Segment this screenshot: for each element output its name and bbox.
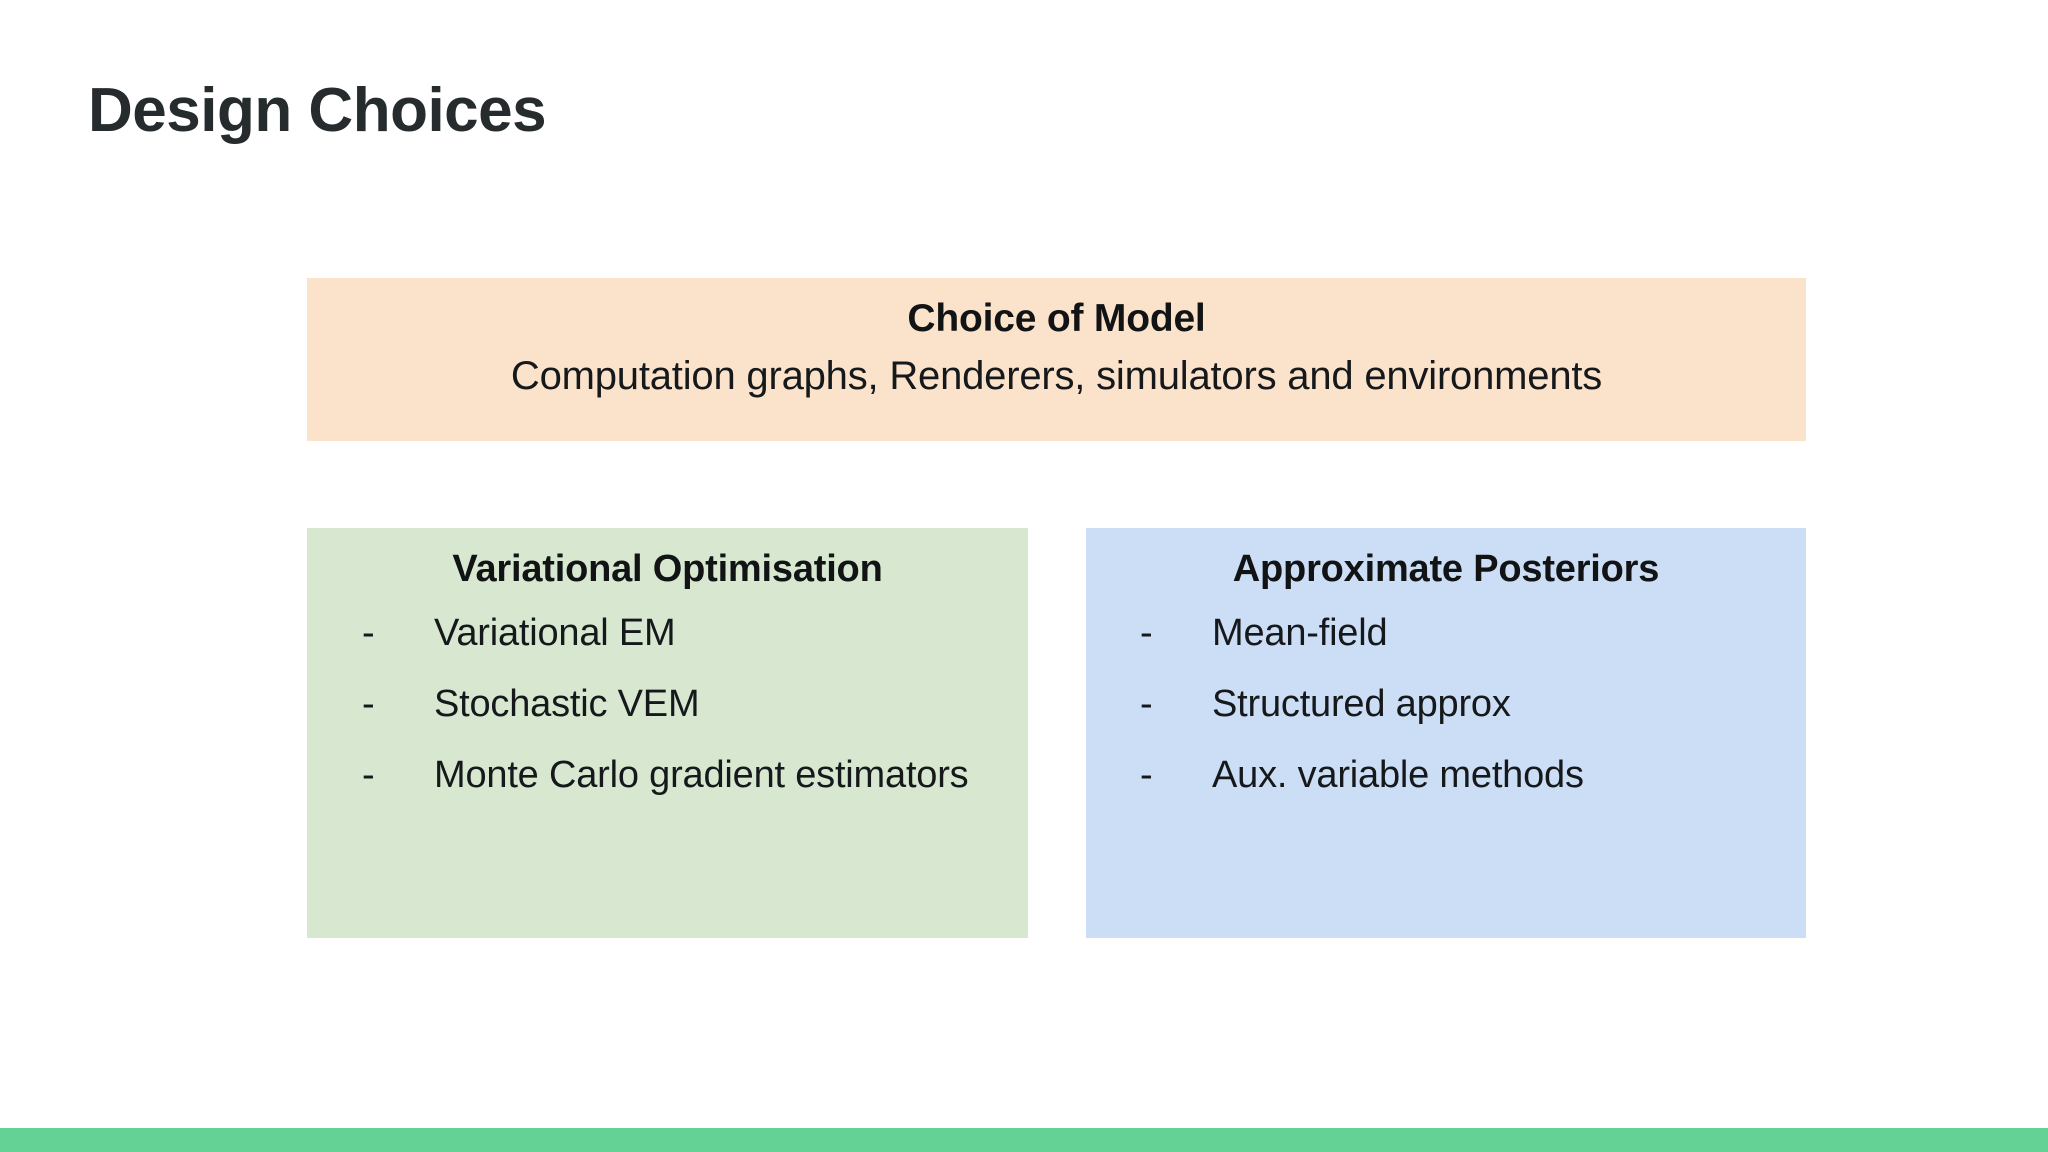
list-item: - Variational EM	[362, 598, 1028, 669]
variational-optimisation-list: - Variational EM - Stochastic VEM - Mont…	[307, 598, 1028, 811]
card-variational-optimisation: Variational Optimisation - Variational E…	[307, 528, 1028, 938]
list-item-label: Mean-field	[1212, 612, 1388, 654]
card-approximate-posteriors-title: Approximate Posteriors	[1232, 548, 1660, 590]
dash-bullet-icon: -	[362, 683, 375, 725]
card-choice-of-model-title: Choice of Model	[907, 297, 1206, 340]
dash-bullet-icon: -	[362, 612, 375, 654]
dash-bullet-icon: -	[1140, 683, 1153, 725]
list-item: - Stochastic VEM	[362, 669, 1028, 740]
list-item-label: Stochastic VEM	[434, 683, 700, 725]
card-choice-of-model: Choice of Model Computation graphs, Rend…	[307, 278, 1806, 441]
list-item-label: Variational EM	[434, 612, 676, 654]
card-variational-optimisation-title: Variational Optimisation	[452, 548, 883, 590]
dash-bullet-icon: -	[362, 754, 375, 796]
list-item-label: Aux. variable methods	[1212, 754, 1584, 796]
approximate-posteriors-list: - Mean-field - Structured approx - Aux. …	[1086, 598, 1806, 811]
card-approximate-posteriors: Approximate Posteriors - Mean-field - St…	[1086, 528, 1806, 938]
list-item: - Structured approx	[1140, 669, 1806, 740]
page-title: Design Choices	[88, 75, 547, 145]
dash-bullet-icon: -	[1140, 612, 1153, 654]
card-choice-of-model-subtitle: Computation graphs, Renderers, simulator…	[510, 354, 1603, 398]
list-item-label: Structured approx	[1212, 683, 1511, 725]
list-item-label: Monte Carlo gradient estimators	[434, 754, 969, 796]
dash-bullet-icon: -	[1140, 754, 1153, 796]
list-item: - Monte Carlo gradient estimators	[362, 740, 1028, 811]
footer-accent-bar	[0, 1128, 2048, 1152]
list-item: - Mean-field	[1140, 598, 1806, 669]
list-item: - Aux. variable methods	[1140, 740, 1806, 811]
